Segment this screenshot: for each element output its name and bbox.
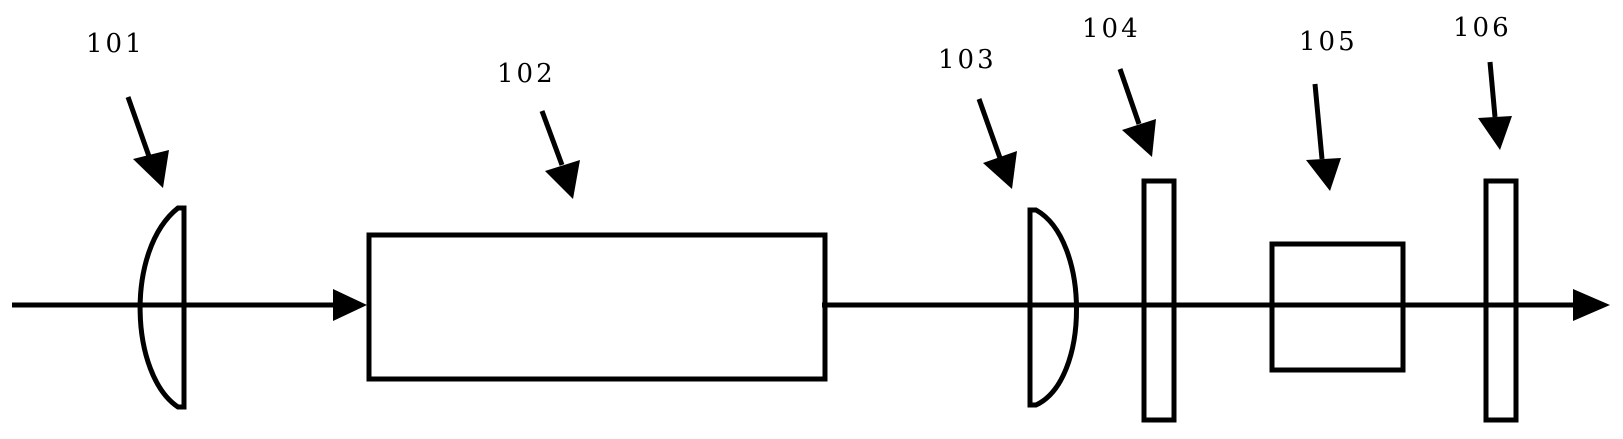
lens-1-group bbox=[137, 205, 187, 410]
label-105: 105 bbox=[1299, 27, 1358, 57]
cube-crystal bbox=[1269, 241, 1406, 373]
lens-1 bbox=[137, 205, 187, 410]
pointer-arrow-105 bbox=[1306, 83, 1341, 191]
lens-2 bbox=[1027, 207, 1079, 408]
plate-1 bbox=[1141, 178, 1177, 423]
pointer-arrow-102 bbox=[539, 110, 580, 199]
pointer-arrow-103 bbox=[976, 98, 1017, 189]
label-101: 101 bbox=[86, 29, 145, 59]
label-106: 106 bbox=[1453, 13, 1512, 43]
pointer-arrow-106 bbox=[1478, 61, 1512, 150]
label-104: 104 bbox=[1082, 14, 1141, 44]
rod-crystal bbox=[366, 232, 828, 382]
beam-output-arrowhead bbox=[1573, 289, 1610, 321]
lens-2-group bbox=[1027, 207, 1079, 408]
label-103: 103 bbox=[938, 45, 997, 75]
plate-2 bbox=[1483, 178, 1519, 423]
pointer-arrow-104 bbox=[1117, 68, 1156, 157]
pointer-arrow-101 bbox=[125, 96, 169, 188]
beam-input-arrowhead bbox=[333, 289, 367, 321]
label-102: 102 bbox=[497, 59, 556, 89]
